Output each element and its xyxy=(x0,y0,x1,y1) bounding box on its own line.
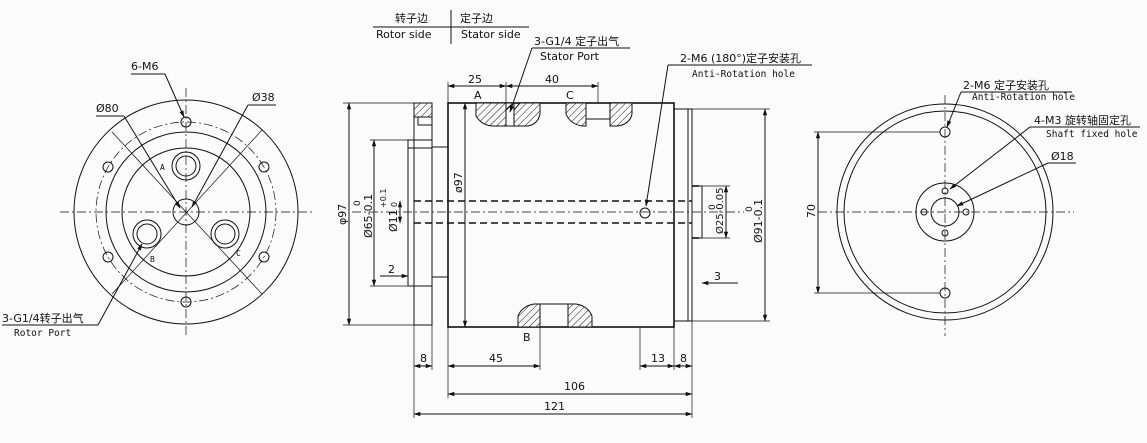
anti-rotation-en: Anti-Rotation hole xyxy=(692,69,795,80)
shaft-en: Shaft fixed hole xyxy=(1046,129,1138,140)
shaft-fixed-holes xyxy=(920,187,970,237)
dim-11-zero: 0 xyxy=(390,202,399,207)
stator-outer-circle xyxy=(836,103,1054,321)
dim-11-tol: +0.1 xyxy=(379,189,388,208)
dim-25-zero: 0 xyxy=(708,204,718,210)
dim-13: 13 xyxy=(651,352,665,365)
dim-91-zero: 0 xyxy=(745,206,755,212)
port-b-label: B xyxy=(150,255,155,264)
side-view: 25 40 A C B 3-G1/4 定子出气 Stator Port 2-M6… xyxy=(336,34,812,418)
shaft-cn: 4-M3 旋转轴固定孔 xyxy=(1034,113,1131,127)
dim-70: 70 xyxy=(805,204,818,218)
outer-flange-circle xyxy=(73,99,299,325)
dim-2: 2 xyxy=(388,263,395,276)
rotor-side-en: Rotor side xyxy=(376,28,432,41)
stator-side-cn: 定子边 xyxy=(460,11,493,25)
dim-97-mid: ø97 xyxy=(452,172,465,193)
mount-en: Anti-Rotation hole xyxy=(972,92,1075,103)
port-a-label: A xyxy=(160,163,165,172)
dim-25: 25 xyxy=(468,73,482,86)
bolt-holes xyxy=(102,116,270,308)
anti-rotation-cn: 2-M6 (180°)定子安装孔 xyxy=(680,51,801,65)
rotor-port-a xyxy=(171,151,201,181)
dim-106: 106 xyxy=(564,380,585,393)
rotor-port-b xyxy=(132,219,162,249)
dim-11: Ø11 xyxy=(387,209,400,232)
anti-rotation-hole xyxy=(639,207,651,219)
bolt-label: 6-M6 xyxy=(131,60,158,73)
dim-45: 45 xyxy=(489,352,503,365)
dim-25-right: Ø25-0.05 xyxy=(714,188,726,234)
dim-97-left: φ97 xyxy=(336,204,349,225)
dim-3: 3 xyxy=(714,270,721,283)
rotor-port-cn: 3-G1/4转子出气 xyxy=(2,311,84,325)
rotor-port-en: Rotor Port xyxy=(14,328,71,339)
dim-65-zero: 0 xyxy=(353,200,363,206)
stator-side-en: Stator side xyxy=(461,28,521,41)
dim-8-left: 8 xyxy=(420,352,427,365)
port-c-label: C xyxy=(236,249,241,258)
mount-cn: 2-M6 定子安装孔 xyxy=(963,78,1049,92)
side-legend: 转子边 Rotor side 定子边 Stator side xyxy=(373,10,529,44)
stator-port-cn: 3-G1/4 定子出气 xyxy=(534,34,619,48)
label-b: B xyxy=(523,331,531,344)
dim-18: Ø18 xyxy=(1051,150,1074,163)
left-view: A B C 6-M6 Ø80 Ø38 3-G1/4转子出气 Rotor Port xyxy=(2,60,312,339)
inner-dia-label: Ø38 xyxy=(252,91,275,104)
rotor-port-c xyxy=(210,219,240,249)
right-view: 70 2-M6 定子安装孔 Anti-Rotation hole 4-M3 旋转… xyxy=(805,78,1140,336)
outer-dia-label: Ø80 xyxy=(96,102,119,115)
label-c: C xyxy=(566,89,574,102)
stator-port-en: Stator Port xyxy=(540,50,600,63)
label-a: A xyxy=(474,89,482,102)
rotor-side-cn: 转子边 xyxy=(395,11,428,25)
dim-40: 40 xyxy=(545,73,559,86)
rotor-flange xyxy=(413,102,433,326)
dim-91: Ø91-0.1 xyxy=(752,199,765,243)
dim-121: 121 xyxy=(544,400,565,413)
dim-8-right: 8 xyxy=(680,352,687,365)
dim-65: Ø65-0.1 xyxy=(362,194,375,238)
